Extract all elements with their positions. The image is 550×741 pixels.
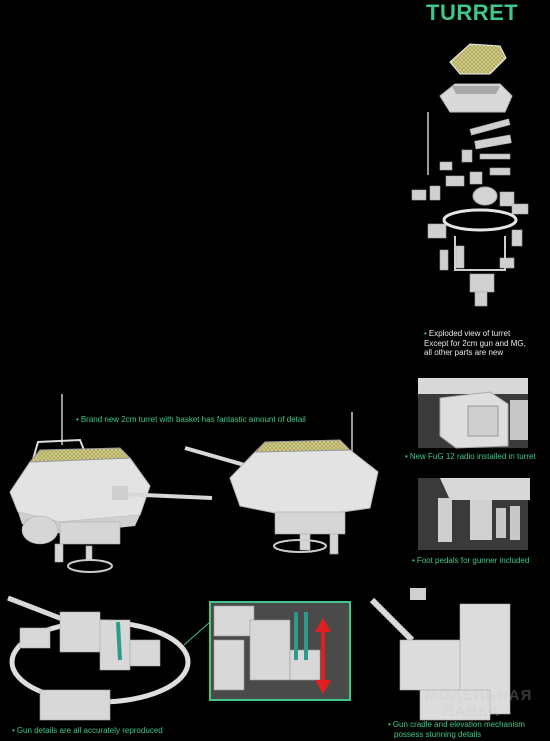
bullet-icon: • xyxy=(76,415,79,424)
bullet-icon: • xyxy=(424,329,427,338)
gun-details-caption: •Gun details are all accurately reproduc… xyxy=(12,726,163,736)
bullet-icon: • xyxy=(405,452,408,461)
gun-details-image xyxy=(7,595,191,721)
watermark-line1: МОДЕЛЬНАЯ xyxy=(425,687,533,704)
bullet-icon: • xyxy=(388,720,391,729)
watermark-line2: ЛАВКА xyxy=(443,703,501,720)
basket-caption: •Brand new 2cm turret with basket has fa… xyxy=(76,415,306,425)
elevation-closeup-panel xyxy=(183,601,351,701)
exploded-caption: •Exploded view of turret Except for 2cm … xyxy=(424,329,526,358)
exploded-caption-line3: all other parts are new xyxy=(424,348,504,357)
pedals-detail-image xyxy=(418,478,530,550)
gun-details-caption-text: Gun details are all accurately reproduce… xyxy=(16,726,163,735)
radio-caption-text: New FuG 12 radio installed in turret xyxy=(409,452,536,461)
radio-caption: •New FuG 12 radio installed in turret xyxy=(405,452,536,462)
bullet-icon: • xyxy=(12,726,15,735)
page-title: TURRET xyxy=(426,0,519,25)
cradle-caption-line2: possess stunning details xyxy=(394,729,482,739)
turret-right-image xyxy=(184,412,379,555)
pedals-caption-text: Foot pedals for gunner included xyxy=(416,556,530,565)
radio-detail-image xyxy=(418,378,528,449)
pedals-caption: •Foot pedals for gunner included xyxy=(412,556,529,566)
gun-cradle-image xyxy=(369,588,511,721)
exploded-caption-line1: Exploded view of turret xyxy=(428,329,511,338)
exploded-view-image xyxy=(411,43,529,307)
exploded-caption-line2: Except for 2cm gun and MG, xyxy=(424,338,526,348)
turret-left-image xyxy=(9,394,213,573)
cradle-caption-line1: Gun cradle and elevation mechanism xyxy=(392,720,525,729)
watermark: МОДЕЛЬНАЯ ЛАВКА xyxy=(425,688,532,720)
basket-caption-text: Brand new 2cm turret with basket has fan… xyxy=(80,415,306,424)
bullet-icon: • xyxy=(412,556,415,565)
cradle-caption: •Gun cradle and elevation mechanism poss… xyxy=(388,720,525,739)
